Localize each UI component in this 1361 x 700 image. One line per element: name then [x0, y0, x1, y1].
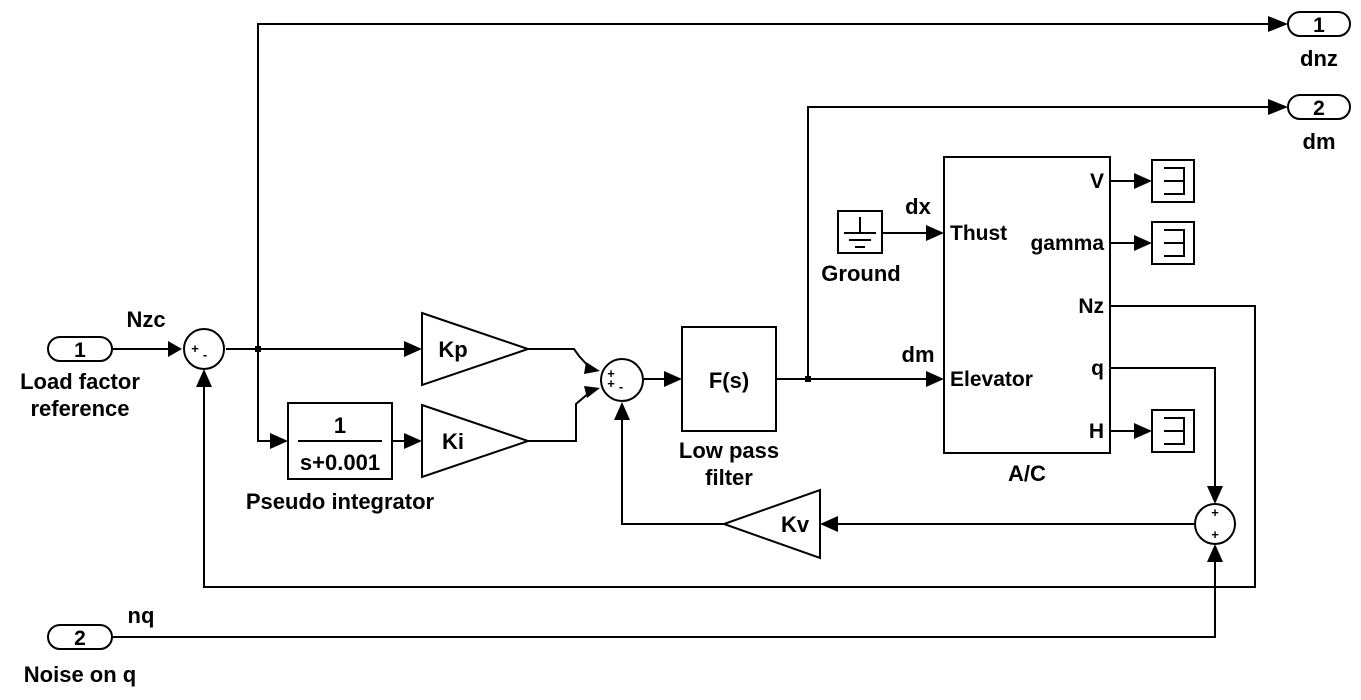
outport-1-name: dnz	[1300, 46, 1338, 71]
sum2-sign-3: -	[619, 379, 623, 394]
arrow-into-sum2-mid	[584, 386, 600, 398]
integrator-label: Pseudo integrator	[246, 489, 435, 514]
signal-label-nzc: Nzc	[126, 307, 165, 332]
gain-kp-label: Kp	[438, 337, 467, 362]
arrow-into-integrator	[270, 433, 288, 449]
arrow-into-sum1-bottom	[196, 369, 212, 387]
signal-label-nq: nq	[128, 603, 155, 628]
filter-label-line2: filter	[705, 465, 753, 490]
outport-1-number: 1	[1313, 14, 1325, 37]
inport-2-name: Noise on q	[24, 662, 136, 687]
inport-2-number: 2	[74, 627, 86, 650]
line-ki-to-sum2	[528, 391, 591, 442]
arrow-into-kv	[820, 516, 838, 532]
arrow-into-sum3-bottom	[1207, 544, 1223, 562]
inport-1-name-line1: Load factor	[20, 369, 140, 394]
line-q-to-sum3	[1110, 367, 1216, 486]
terminator-v[interactable]	[1151, 159, 1195, 203]
terminator-gamma[interactable]	[1151, 221, 1195, 265]
ac-output-nz: Nz	[1078, 295, 1104, 318]
gain-kp[interactable]: Kp	[421, 311, 532, 387]
arrow-into-thust	[926, 225, 944, 241]
sum-block-1[interactable]: + -	[183, 328, 225, 370]
line-to-integrator	[257, 349, 272, 442]
arrow-into-v-terminator	[1134, 173, 1152, 189]
gain-kv-label: Kv	[781, 512, 810, 537]
arrow-into-ki	[404, 433, 422, 449]
sum2-sign-2: +	[607, 376, 615, 391]
arrow-into-gamma-terminator	[1134, 235, 1152, 251]
filter-block[interactable]: F(s)	[681, 326, 777, 432]
inport-1-name-line2: reference	[30, 396, 129, 421]
ac-output-h: H	[1089, 420, 1104, 443]
line-nq-to-sum3	[112, 562, 1216, 638]
gain-ki-label: Ki	[442, 429, 464, 454]
filter-label-line1: Low pass	[679, 438, 779, 463]
ac-input-thust: Thust	[950, 222, 1007, 245]
line-nz-to-sum1	[203, 305, 1256, 588]
sum2-sign-1: +	[607, 366, 615, 381]
branch-point-error	[255, 346, 261, 352]
aircraft-label: A/C	[1008, 461, 1046, 486]
line-to-dnz	[257, 23, 1268, 349]
ac-output-q: q	[1091, 357, 1104, 380]
arrow-into-dnz	[1268, 16, 1288, 32]
arrow-into-sum2-top	[584, 362, 600, 374]
signal-label-dm-elevator: dm	[902, 342, 935, 367]
signal-lines	[112, 23, 1268, 638]
inport-noise-on-q[interactable]: 2	[47, 624, 113, 650]
aircraft-subsystem[interactable]: Thust Elevator V gamma Nz q H	[943, 156, 1111, 454]
terminator-h[interactable]	[1151, 409, 1195, 453]
filter-text: F(s)	[709, 368, 749, 393]
gain-kv[interactable]: Kv	[721, 488, 821, 560]
inport-load-factor-reference[interactable]: 1	[47, 336, 113, 362]
sum1-sign-2: -	[203, 347, 207, 362]
ground-block[interactable]	[837, 210, 883, 254]
integrator-numerator: 1	[334, 413, 346, 438]
outport-dm[interactable]: 2	[1287, 94, 1351, 120]
line-kv-to-sum2	[621, 420, 724, 525]
arrowheads	[168, 16, 1288, 562]
sum1-sign-1: +	[191, 341, 199, 356]
sum-block-3[interactable]: + +	[1194, 503, 1236, 545]
arrow-into-filter	[664, 371, 682, 387]
arrow-into-dm	[1268, 99, 1288, 115]
gain-ki[interactable]: Ki	[421, 403, 532, 479]
ac-input-elevator: Elevator	[950, 368, 1033, 391]
ground-label: Ground	[821, 261, 900, 286]
inport-1-number: 1	[74, 339, 86, 362]
sum3-sign-1: +	[1211, 505, 1219, 520]
sum-block-2[interactable]: + + -	[600, 358, 644, 402]
arrow-into-kp	[404, 341, 422, 357]
line-to-dm	[807, 106, 1268, 379]
outport-2-name: dm	[1303, 129, 1336, 154]
arrow-into-sum3-top	[1207, 486, 1223, 504]
arrow-into-h-terminator	[1134, 423, 1152, 439]
ac-output-v: V	[1090, 170, 1104, 193]
arrow-into-sum2-bottom	[614, 402, 630, 420]
ac-output-gamma: gamma	[1030, 232, 1104, 255]
transfer-fcn-pseudo-integrator[interactable]: 1 s+0.001	[287, 402, 393, 480]
outport-dnz[interactable]: 1	[1287, 11, 1351, 37]
signal-label-dx: dx	[905, 194, 931, 219]
integrator-denominator: s+0.001	[300, 450, 380, 475]
sum3-sign-2: +	[1211, 527, 1219, 542]
line-kp-to-sum2	[528, 348, 591, 369]
arrow-into-elevator	[926, 371, 944, 387]
branch-point-dm	[805, 376, 811, 382]
outport-2-number: 2	[1313, 97, 1325, 120]
arrow-into-sum1	[168, 341, 182, 357]
